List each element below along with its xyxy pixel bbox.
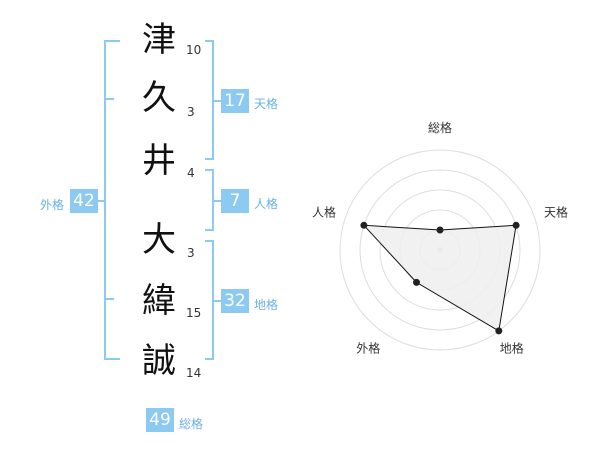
radar-point-4	[413, 278, 420, 286]
name-char-6: 誠	[142, 341, 176, 381]
radar-axis-label-2: 天格	[544, 204, 568, 219]
stroke-count-5: 15	[186, 306, 202, 320]
radar-axis-label-3: 地格	[500, 341, 524, 356]
stroke-count-2: 3	[187, 105, 195, 119]
stroke-count-1: 10	[186, 43, 202, 57]
radar-ring-4	[359, 169, 521, 331]
jinkaku-label: 人格	[254, 197, 279, 211]
radar-axis-label-1: 総格	[428, 120, 452, 135]
gaikaku-value: 42	[70, 189, 98, 213]
name-char-4: 大	[142, 220, 176, 260]
tenkaku-label: 天格	[254, 97, 279, 111]
radar-axis-label-5: 人格	[312, 204, 336, 219]
jinkaku-value: 7	[221, 189, 249, 213]
soukaku-value: 49	[146, 408, 174, 432]
chikaku-value: 32	[221, 289, 249, 313]
radar-point-5	[360, 221, 368, 229]
stroke-count-3: 4	[187, 166, 195, 180]
name-char-3: 井	[142, 141, 176, 181]
name-char-2: 久	[142, 78, 176, 118]
radar-point-2	[512, 221, 520, 229]
radar-point-3	[495, 327, 503, 335]
tenkaku-value: 17	[221, 89, 249, 113]
chikaku-label: 地格	[254, 298, 279, 312]
radar-data-polygon	[362, 224, 517, 332]
name-char-1: 津	[142, 20, 176, 60]
stroke-count-6: 14	[186, 366, 202, 380]
radar-point-1	[436, 226, 444, 234]
name-char-5: 緯	[142, 281, 176, 321]
radar-ring-5	[339, 149, 541, 351]
gaikaku-label: 外格	[40, 198, 65, 212]
stroke-count-4: 3	[187, 246, 195, 260]
soukaku-label: 総格	[179, 417, 204, 431]
radar-axis-label-4: 外格	[356, 341, 380, 356]
